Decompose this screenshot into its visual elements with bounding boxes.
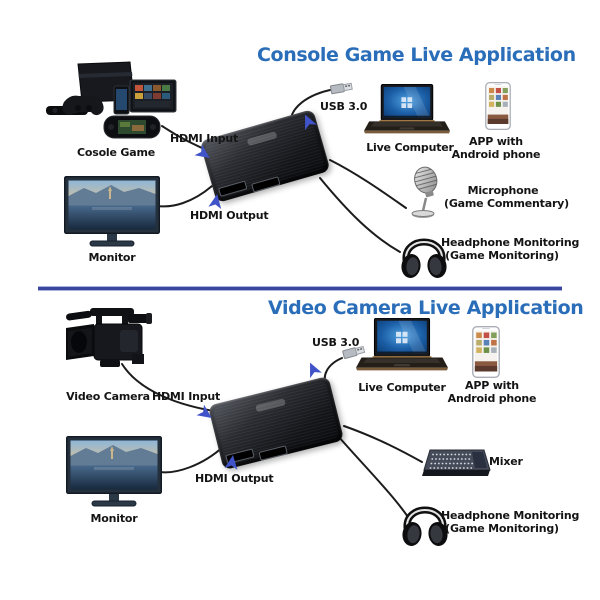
usb-label-2: USB 3.0: [312, 336, 360, 349]
mixer-label: Mixer: [489, 455, 523, 468]
headphones-illustration: [401, 238, 447, 278]
microphone-illustration: [411, 166, 440, 218]
cable-card-to-mic: [329, 159, 407, 209]
section-divider: [38, 287, 562, 290]
headphone-label: Headphone Monitoring (Game Monitoring): [441, 236, 580, 262]
cable-card-to-monitor-2: [159, 445, 225, 474]
laptop-illustration-2: [356, 318, 448, 371]
monitor-illustration: [64, 176, 160, 247]
android-phone-illustration: [485, 82, 511, 130]
laptop-illustration: [364, 84, 450, 134]
mixer-illustration: [422, 449, 491, 476]
app-phone-label-2: APP with Android phone: [447, 379, 537, 405]
top-section-title: Console Game Live Application: [257, 44, 576, 66]
capture-card-body-2: [207, 375, 345, 471]
live-computer-label-2: Live Computer: [358, 381, 446, 394]
video-camera-illustration: [66, 308, 152, 367]
hdmi-input-label: HDMI Input: [170, 132, 239, 145]
monitor-label-2: Monitor: [90, 512, 138, 525]
capture-card-brand-mark-2: [255, 398, 286, 413]
headphones-illustration-2: [402, 506, 448, 546]
cable-card-to-headphone-2: [337, 435, 409, 518]
hdmi-in-port-2: [225, 448, 255, 464]
cable-card-to-headphone: [319, 177, 401, 253]
capture-card-device-2: [207, 375, 345, 471]
game-console-illustration: [46, 61, 177, 139]
video-camera-label: Video Camera: [66, 390, 150, 403]
console-label: Cosole Game: [77, 146, 155, 159]
android-phone-illustration-2: [472, 326, 500, 378]
hdmi-output-label-2: HDMI Output: [195, 472, 274, 485]
bottom-section-title: Video Camera Live Application: [268, 297, 584, 319]
live-computer-label: Live Computer: [366, 141, 454, 154]
hdmi-input-label-2: HDMI Input: [152, 390, 221, 403]
usb-label: USB 3.0: [320, 100, 368, 113]
headphone-label-2: Headphone Monitoring (Game Monitoring): [441, 509, 580, 535]
hdmi-in-port: [218, 180, 248, 197]
microphone-label: Microphone (Game Commentary): [444, 184, 569, 210]
cable-card-to-mixer: [343, 425, 423, 463]
capture-card-brand-mark: [246, 131, 278, 147]
hdmi-output-label: HDMI Output: [190, 209, 269, 222]
cable-card-to-monitor: [157, 185, 213, 208]
monitor-illustration-2: [66, 436, 162, 507]
monitor-label: Monitor: [88, 251, 136, 264]
app-phone-label: APP with Android phone: [451, 135, 541, 161]
